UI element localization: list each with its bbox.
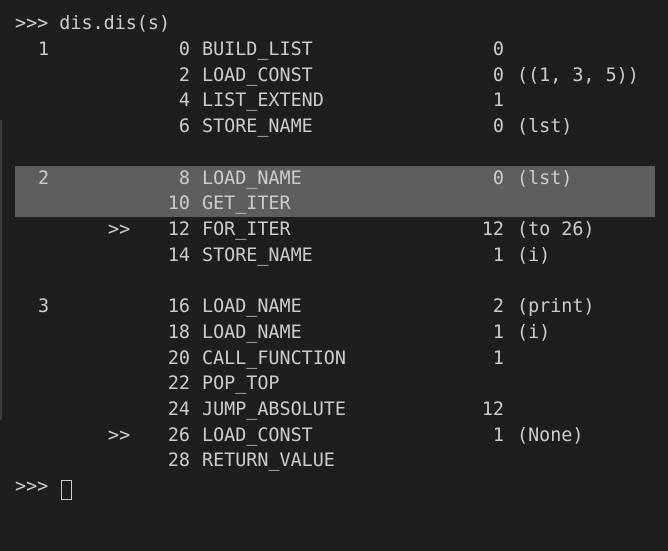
bytecode-offset: 18 bbox=[167, 322, 190, 343]
bytecode-offset: 26 bbox=[167, 425, 190, 446]
bytecode-offset: 6 bbox=[178, 116, 190, 137]
bytecode-offset: 0 bbox=[178, 39, 190, 60]
opcode-name: STORE_NAME bbox=[202, 245, 313, 266]
disassembly-row: 2 8 LOAD_NAME 0 (lst) bbox=[0, 166, 668, 192]
opcode-name: LOAD_NAME bbox=[202, 168, 302, 189]
input-line[interactable]: >>> bbox=[0, 474, 668, 500]
disassembly-row: 14 STORE_NAME 1 (i) bbox=[0, 243, 668, 269]
source-line-number: 1 bbox=[38, 39, 50, 60]
opcode-arg: 2 bbox=[492, 296, 504, 317]
bytecode-offset: 10 bbox=[167, 193, 190, 214]
disassembly-row: 10 GET_ITER bbox=[0, 191, 668, 217]
opcode-arg: 1 bbox=[492, 322, 504, 343]
bytecode-offset: 8 bbox=[178, 168, 190, 189]
disassembly-row: 2 LOAD_CONST 0 ((1, 3, 5)) bbox=[0, 63, 668, 89]
source-line-number: 3 bbox=[38, 296, 50, 317]
jump-target-marker: >> bbox=[108, 425, 131, 446]
arg-description: ((1, 3, 5)) bbox=[517, 65, 639, 86]
opcode-name: LOAD_NAME bbox=[202, 322, 302, 343]
opcode-name: GET_ITER bbox=[202, 193, 291, 214]
bytecode-offset: 4 bbox=[178, 90, 190, 111]
disassembly-row: 1 0 BUILD_LIST 0 bbox=[0, 37, 668, 63]
disassembly-row: 3 16 LOAD_NAME 2 (print) bbox=[0, 294, 668, 320]
disassembly-row: 6 STORE_NAME 0 (lst) bbox=[0, 114, 668, 140]
bytecode-offset: 28 bbox=[167, 450, 190, 471]
opcode-name: BUILD_LIST bbox=[202, 39, 313, 60]
disassembly-row: >> 12 FOR_ITER 12 (to 26) bbox=[0, 217, 668, 243]
disassembly-row: 24 JUMP_ABSOLUTE 12 bbox=[0, 397, 668, 423]
opcode-name: LOAD_CONST bbox=[202, 425, 313, 446]
bytecode-offset: 2 bbox=[178, 65, 190, 86]
prompt: >>> dis.dis(s) bbox=[15, 13, 171, 34]
disassembly-row: 18 LOAD_NAME 1 (i) bbox=[0, 320, 668, 346]
arg-description: (to 26) bbox=[517, 219, 595, 240]
opcode-name: LIST_EXTEND bbox=[202, 90, 324, 111]
bytecode-offset: 16 bbox=[167, 296, 190, 317]
disassembly-row: 4 LIST_EXTEND 1 bbox=[0, 88, 668, 114]
opcode-arg: 12 bbox=[481, 399, 504, 420]
opcode-name: JUMP_ABSOLUTE bbox=[202, 399, 346, 420]
disassembly-row: 20 CALL_FUNCTION 1 bbox=[0, 346, 668, 372]
arg-description: (lst) bbox=[517, 168, 573, 189]
bytecode-offset: 24 bbox=[167, 399, 190, 420]
opcode-name: POP_TOP bbox=[202, 373, 280, 394]
arg-description: (None) bbox=[517, 425, 584, 446]
opcode-name: LOAD_NAME bbox=[202, 296, 302, 317]
prompt-final: >>> bbox=[15, 476, 49, 497]
arg-description: (print) bbox=[517, 296, 595, 317]
opcode-name: FOR_ITER bbox=[202, 219, 291, 240]
opcode-name: LOAD_CONST bbox=[202, 65, 313, 86]
bytecode-offset: 20 bbox=[167, 348, 190, 369]
selection-highlight bbox=[15, 166, 655, 218]
disassembly-row: 28 RETURN_VALUE bbox=[0, 448, 668, 474]
bytecode-offset: 22 bbox=[167, 373, 190, 394]
arg-description: (i) bbox=[517, 245, 551, 266]
left-edge-bar bbox=[0, 120, 2, 420]
opcode-arg: 0 bbox=[492, 116, 504, 137]
text-cursor bbox=[61, 480, 72, 500]
opcode-name: CALL_FUNCTION bbox=[202, 348, 346, 369]
bytecode-offset: 12 bbox=[167, 219, 190, 240]
arg-description: (i) bbox=[517, 322, 551, 343]
opcode-arg: 12 bbox=[481, 219, 504, 240]
disassembly-row: >> 26 LOAD_CONST 1 (None) bbox=[0, 423, 668, 449]
opcode-arg: 1 bbox=[492, 245, 504, 266]
disassembly-row: 22 POP_TOP bbox=[0, 371, 668, 397]
arg-description: (lst) bbox=[517, 116, 573, 137]
opcode-name: RETURN_VALUE bbox=[202, 450, 335, 471]
opcode-arg: 0 bbox=[492, 39, 504, 60]
opcode-name: STORE_NAME bbox=[202, 116, 313, 137]
opcode-arg: 1 bbox=[492, 90, 504, 111]
command-text: dis.dis(s) bbox=[59, 13, 171, 34]
jump-target-marker: >> bbox=[108, 219, 131, 240]
opcode-arg: 1 bbox=[492, 348, 504, 369]
opcode-arg: 1 bbox=[492, 425, 504, 446]
opcode-arg: 0 bbox=[492, 65, 504, 86]
bytecode-offset: 14 bbox=[167, 245, 190, 266]
source-line-number: 2 bbox=[38, 168, 50, 189]
opcode-arg: 0 bbox=[492, 168, 504, 189]
command-line: >>> dis.dis(s) bbox=[0, 11, 668, 37]
